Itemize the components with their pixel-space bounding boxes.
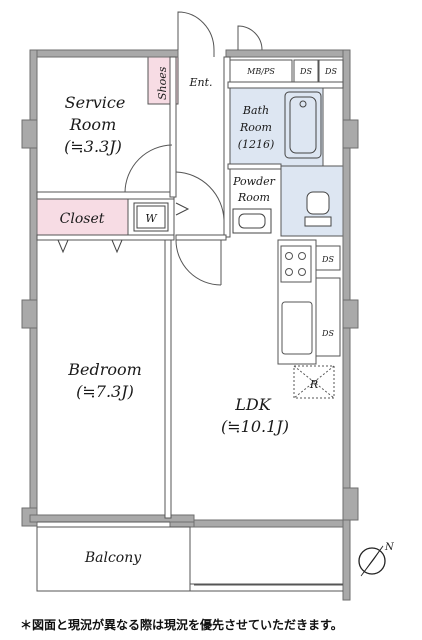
entrance-doors: [124, 11, 263, 286]
bath-name: Bath: [242, 104, 269, 117]
closet-door-marks: [57, 239, 123, 254]
bathtub-icon: [284, 91, 322, 159]
mbps-label: MB/PS: [246, 67, 275, 76]
ds-top-2-label: DS: [324, 67, 337, 76]
entrance-label: Ent.: [188, 76, 212, 89]
compass-icon: N: [358, 542, 395, 577]
bedroom-size: (≒7.3J): [76, 382, 134, 401]
walkin-label: W: [145, 212, 158, 225]
walkin-icon: [133, 202, 190, 232]
toilet-icon: [304, 191, 332, 227]
balcony-outline: [36, 526, 343, 592]
shafts: [229, 59, 344, 357]
compass-label: N: [384, 542, 395, 553]
windows: [37, 253, 343, 586]
disclaimer-note: ＊図面と現況が異なる際は現況を優先させていただきます。: [20, 618, 343, 632]
inner-walls: [36, 56, 344, 519]
bath-size: (1216): [238, 138, 275, 151]
refrigerator-label: R: [309, 378, 318, 391]
bath-name2: Room: [239, 121, 272, 134]
bedroom-name: Bedroom: [67, 360, 142, 379]
refrigerator-icon: [293, 365, 335, 399]
balcony-label: Balcony: [84, 550, 142, 566]
closet-area: [36, 198, 129, 236]
shoes-label: Shoes: [156, 66, 169, 100]
ds-top-1-label: DS: [299, 67, 312, 76]
ldk-size: (≒10.1J): [221, 417, 289, 436]
ds-mid-1-label: DS: [321, 255, 334, 264]
service-room-name: Service: [65, 93, 126, 112]
service-room-name2: Room: [69, 115, 116, 134]
kitchen-counter: [277, 239, 317, 365]
sink-icon: [232, 208, 272, 234]
outer-walls: [21, 49, 359, 601]
powder-name: Powder: [232, 175, 276, 188]
closet-label: Closet: [60, 211, 105, 227]
ds-mid-2-label: DS: [321, 329, 334, 338]
powder-name2: Room: [237, 191, 270, 204]
service-room-size: (≒3.3J): [64, 137, 122, 156]
ldk-name: LDK: [234, 395, 271, 414]
